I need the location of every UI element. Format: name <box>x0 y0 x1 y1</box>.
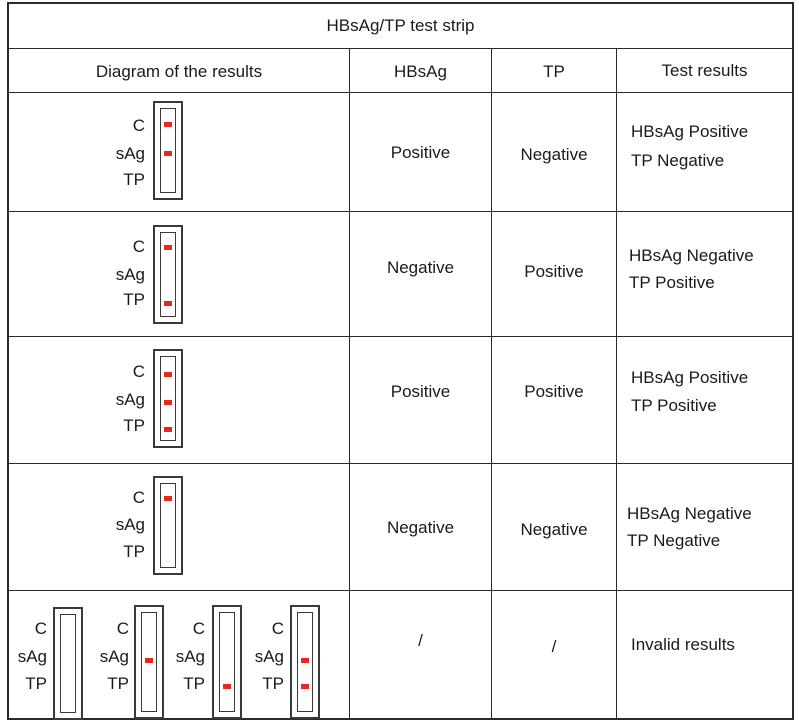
label-tp: TP <box>183 674 205 693</box>
label-c: C <box>116 619 129 638</box>
band-c <box>164 245 172 250</box>
label-tp: TP <box>25 674 47 693</box>
test-strip <box>212 605 242 719</box>
row1-result-tp: TP Negative <box>631 151 725 170</box>
test-strip <box>134 605 164 719</box>
row-divider <box>9 48 792 49</box>
header-test-results: Test results <box>661 61 748 80</box>
band-sag <box>164 151 172 156</box>
row5-result: Invalid results <box>631 635 735 654</box>
test-strip <box>290 605 320 719</box>
row1-result-hbsag: HBsAg Positive <box>631 122 749 141</box>
header-tp: TP <box>543 62 565 81</box>
row2-result-hbsag: HBsAg Negative <box>629 246 754 265</box>
strip-window <box>297 612 313 712</box>
row1-tp: Negative <box>520 145 588 164</box>
band-sag <box>145 658 153 663</box>
row4-hbsag: Negative <box>386 518 455 537</box>
label-c: C <box>271 619 284 638</box>
column-divider <box>349 48 350 718</box>
label-sag: sAg <box>115 390 145 409</box>
row2-hbsag: Negative <box>386 258 455 277</box>
label-c: C <box>34 619 47 638</box>
strip-window <box>160 108 176 193</box>
label-tp: TP <box>123 170 145 189</box>
label-sag: sAg <box>115 265 145 284</box>
label-sag: sAg <box>115 515 145 534</box>
row1-hbsag: Positive <box>390 143 451 162</box>
label-c: C <box>132 488 145 507</box>
band-c <box>164 372 172 377</box>
row-divider <box>9 590 792 591</box>
strip-window <box>160 356 176 441</box>
test-strip <box>153 476 183 575</box>
row4-tp: Negative <box>520 520 588 539</box>
label-c: C <box>132 362 145 381</box>
band-sag <box>301 658 309 663</box>
label-tp: TP <box>123 542 145 561</box>
strip-window <box>219 612 235 712</box>
label-c: C <box>192 619 205 638</box>
row3-result-hbsag: HBsAg Positive <box>631 368 749 387</box>
row4-result-tp: TP Negative <box>627 531 721 550</box>
row5-tp: / <box>551 637 557 656</box>
row3-hbsag: Positive <box>390 382 451 401</box>
row2-result-tp: TP Positive <box>629 273 715 292</box>
label-sag: sAg <box>17 647 47 666</box>
strip-window <box>60 614 76 713</box>
label-sag: sAg <box>99 647 129 666</box>
header-hbsag: HBsAg <box>394 62 447 81</box>
label-tp: TP <box>107 674 129 693</box>
strip-window <box>141 612 157 712</box>
row3-tp: Positive <box>524 382 584 401</box>
strip-window <box>160 232 176 317</box>
header-diagram: Diagram of the results <box>95 62 263 81</box>
band-tp <box>223 684 231 689</box>
label-sag: sAg <box>254 647 284 666</box>
table-title: HBsAg/TP test strip <box>326 16 475 35</box>
label-c: C <box>132 116 145 135</box>
test-strip <box>153 349 183 448</box>
test-strip <box>153 101 183 200</box>
label-tp: TP <box>123 290 145 309</box>
row2-tp: Positive <box>524 262 584 281</box>
band-tp <box>164 301 172 306</box>
row-divider <box>9 211 792 212</box>
label-sag: sAg <box>115 144 145 163</box>
label-tp: TP <box>262 674 284 693</box>
band-sag <box>164 400 172 405</box>
label-tp: TP <box>123 416 145 435</box>
column-divider <box>491 48 492 718</box>
row-divider <box>9 92 792 93</box>
row3-result-tp: TP Positive <box>631 396 717 415</box>
strip-window <box>160 483 176 568</box>
band-tp <box>164 427 172 432</box>
row-divider <box>9 336 792 337</box>
band-c <box>164 496 172 501</box>
row5-hbsag: / <box>418 631 423 650</box>
test-strip <box>153 225 183 324</box>
test-strip <box>53 607 83 720</box>
column-divider <box>616 48 617 718</box>
row-divider <box>9 463 792 464</box>
results-table: HBsAg/TP test strip Diagram of the resul… <box>7 2 794 720</box>
label-c: C <box>132 237 145 256</box>
band-tp <box>301 684 309 689</box>
band-c <box>164 122 172 127</box>
label-sag: sAg <box>175 647 205 666</box>
row4-result-hbsag: HBsAg Negative <box>627 504 752 523</box>
